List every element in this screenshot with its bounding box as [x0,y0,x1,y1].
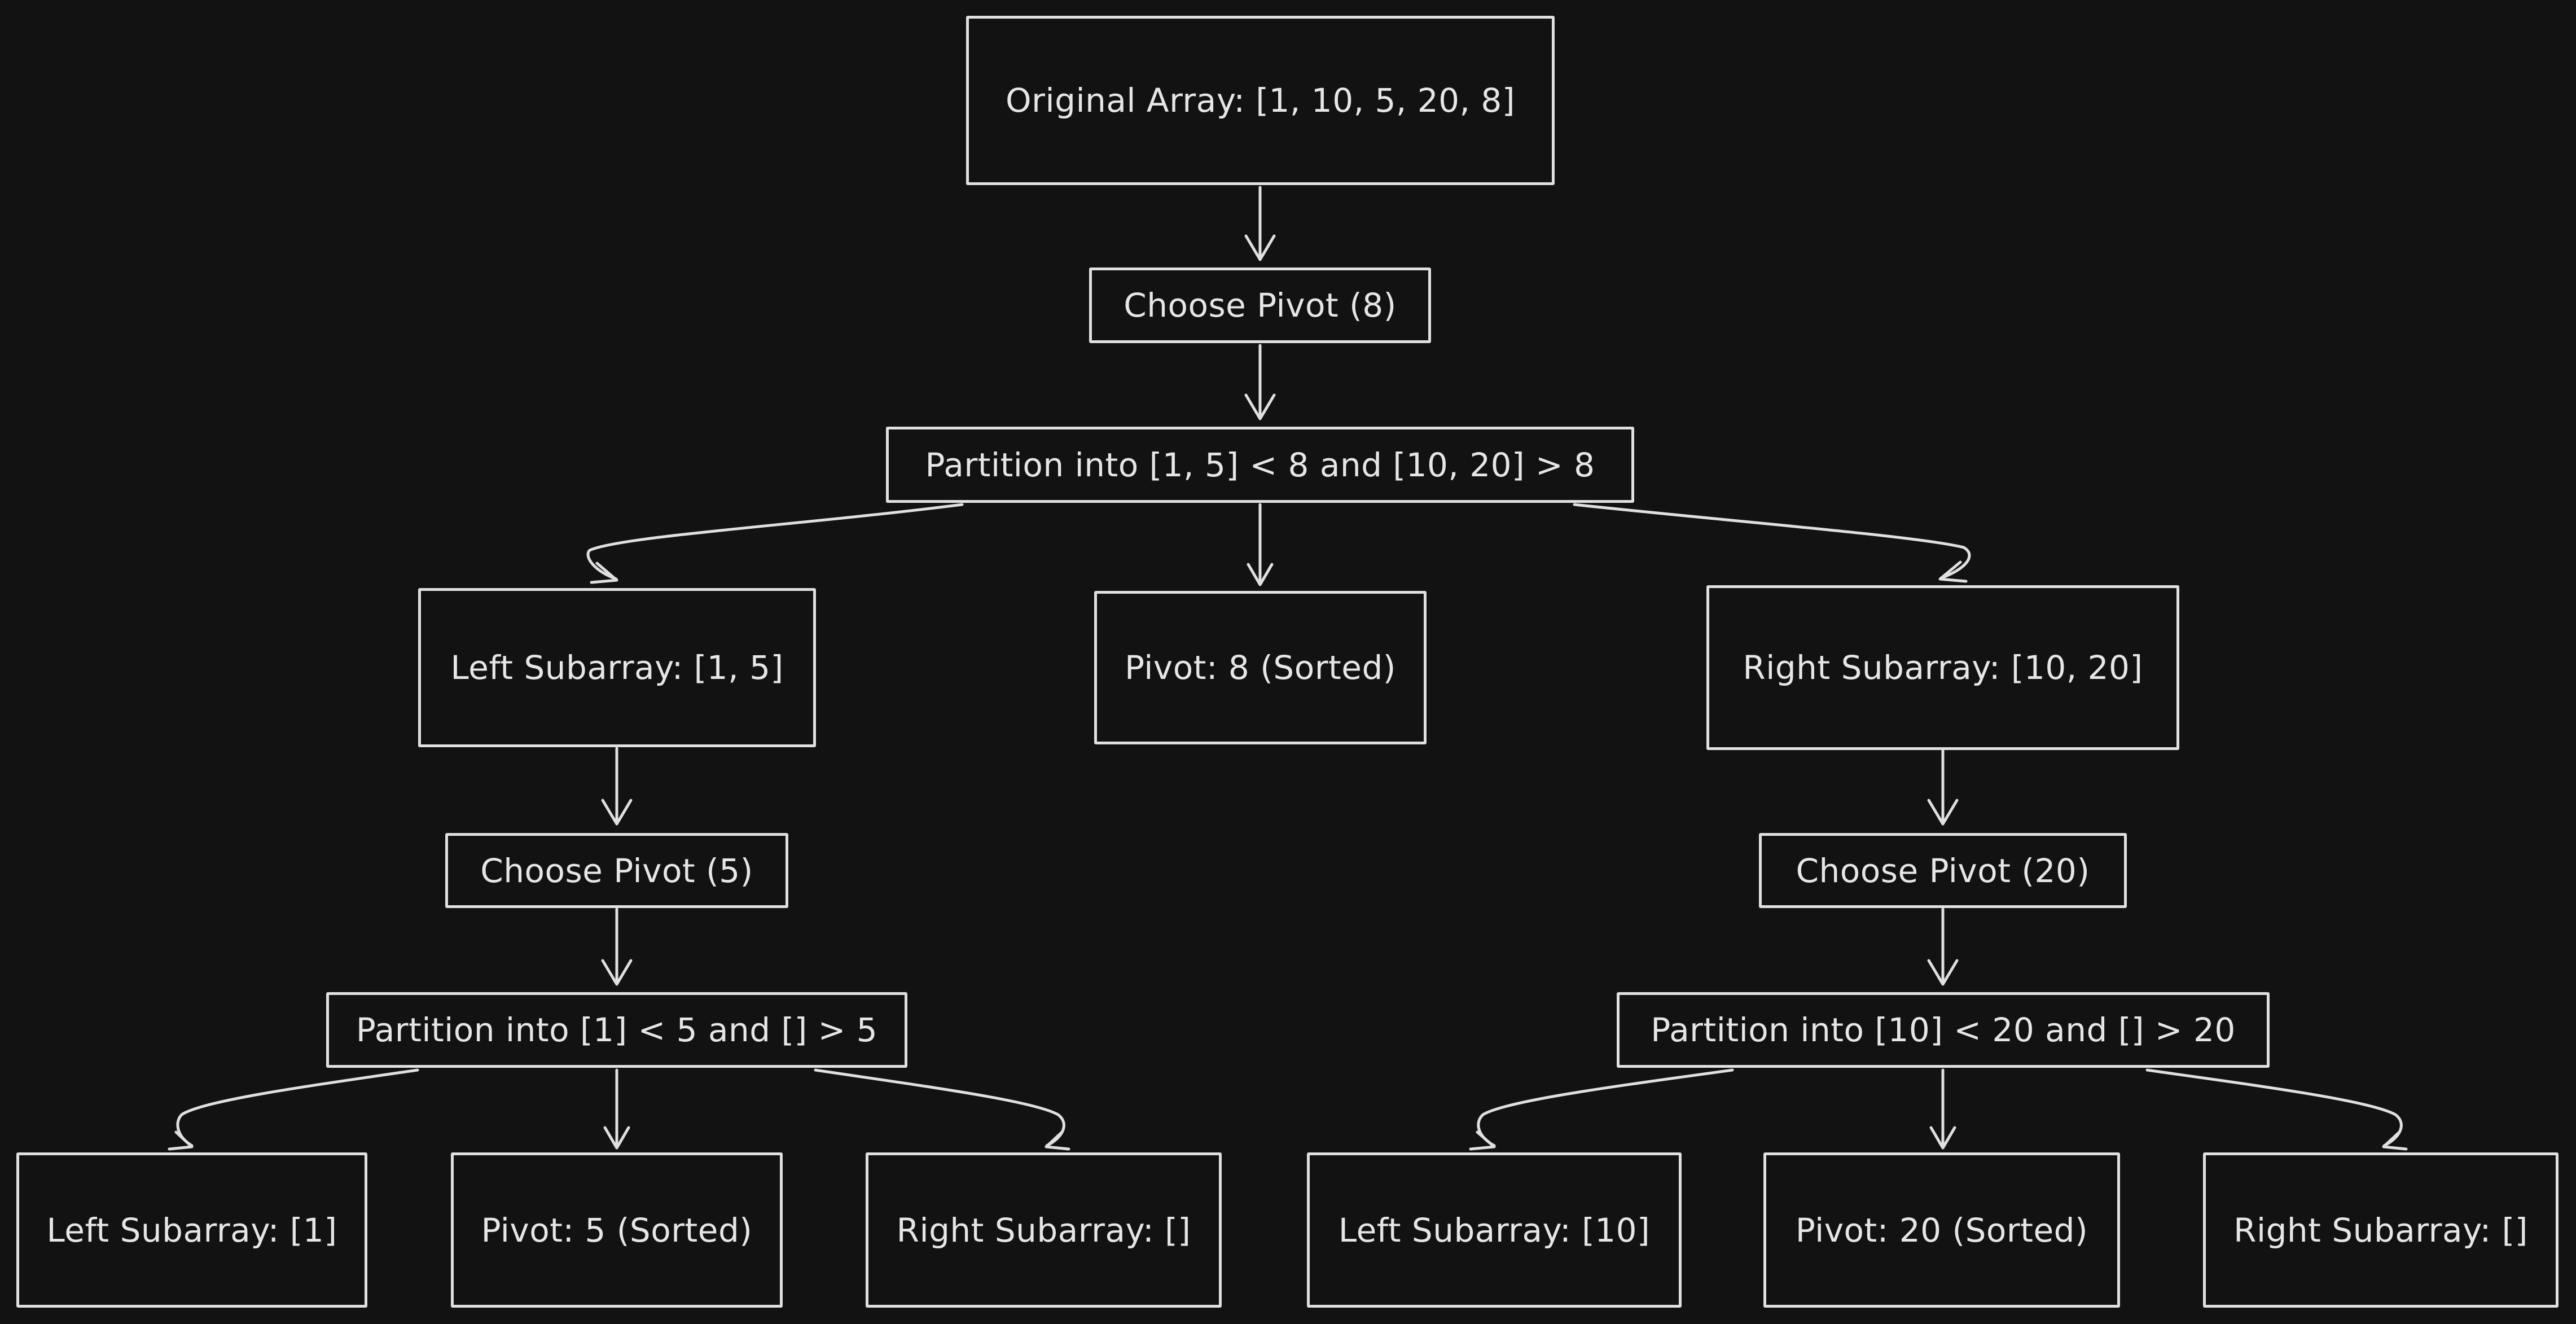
edge-choose-pivot-20-to-partition-right [1927,907,1959,986]
edge-partition-root-to-right-subarray [1573,503,1971,583]
node-partition-right: Partition into [10] < 20 and [] > 20 [1617,992,2270,1068]
node-right-subarray-empty-right: Right Subarray: [] [2203,1152,2559,1308]
node-left-subarray-10: Left Subarray: [10] [1307,1152,1682,1308]
edge-partition-left-to-left-subarray-1 [168,1068,419,1151]
node-partition-root-label: Partition into [1, 5] < 8 and [10, 20] >… [925,445,1595,484]
node-partition-left-label: Partition into [1] < 5 and [] > 5 [356,1011,878,1049]
node-choose-pivot-5-label: Choose Pivot (5) [480,851,753,890]
node-left-subarray-1: Left Subarray: [1] [16,1152,367,1308]
edge-partition-root-to-left-subarray [586,503,964,584]
node-choose-pivot-20-label: Choose Pivot (20) [1796,851,2090,890]
edge-partition-right-to-pivot-20 [1929,1068,1956,1150]
node-pivot-8-sorted-label: Pivot: 8 (Sorted) [1125,648,1396,687]
node-pivot-20-sorted: Pivot: 20 (Sorted) [1763,1152,2120,1308]
node-right-subarray-empty-left-label: Right Subarray: [] [896,1211,1191,1250]
node-choose-pivot-5: Choose Pivot (5) [445,833,788,908]
node-pivot-5-sorted-label: Pivot: 5 (Sorted) [481,1211,753,1250]
node-right-subarray-label: Right Subarray: [10, 20] [1743,648,2143,687]
edge-right-subarray-to-choose-pivot-20 [1927,749,1959,826]
node-pivot-5-sorted: Pivot: 5 (Sorted) [451,1152,783,1308]
node-pivot-20-sorted-label: Pivot: 20 (Sorted) [1795,1211,2088,1250]
node-left-subarray: Left Subarray: [1, 5] [418,588,816,747]
node-right-subarray-empty-left: Right Subarray: [] [866,1152,1222,1308]
edge-partition-left-to-right-subarray-empty [814,1068,1070,1151]
node-original-array-label: Original Array: [1, 10, 5, 20, 8] [1006,81,1515,120]
edge-partition-left-to-pivot-5 [603,1068,630,1150]
edge-partition-right-to-right-subarray-empty [2145,1068,2408,1151]
edge-partition-right-to-left-subarray-10 [1469,1068,1734,1151]
edge-choose-pivot-5-to-partition-left [601,907,633,986]
node-partition-root: Partition into [1, 5] < 8 and [10, 20] >… [886,427,1634,503]
node-left-subarray-1-label: Left Subarray: [1] [46,1211,337,1250]
node-pivot-8-sorted: Pivot: 8 (Sorted) [1094,591,1427,744]
node-right-subarray-empty-right-label: Right Subarray: [] [2233,1211,2528,1250]
edge-root-to-choose-pivot-8 [1244,186,1276,261]
node-choose-pivot-8-label: Choose Pivot (8) [1124,286,1397,325]
node-left-subarray-10-label: Left Subarray: [10] [1338,1211,1651,1250]
node-left-subarray-label: Left Subarray: [1, 5] [450,648,784,687]
edge-partition-root-to-pivot-8 [1247,503,1274,586]
node-partition-left: Partition into [1] < 5 and [] > 5 [326,992,907,1068]
node-choose-pivot-20: Choose Pivot (20) [1759,833,2127,908]
node-choose-pivot-8: Choose Pivot (8) [1089,268,1431,343]
edge-left-subarray-to-choose-pivot-5 [601,747,633,826]
node-original-array: Original Array: [1, 10, 5, 20, 8] [966,16,1555,185]
edge-choose-pivot-8-to-partition-root [1244,344,1276,420]
node-right-subarray: Right Subarray: [10, 20] [1706,585,2179,750]
node-partition-right-label: Partition into [10] < 20 and [] > 20 [1651,1011,2236,1049]
